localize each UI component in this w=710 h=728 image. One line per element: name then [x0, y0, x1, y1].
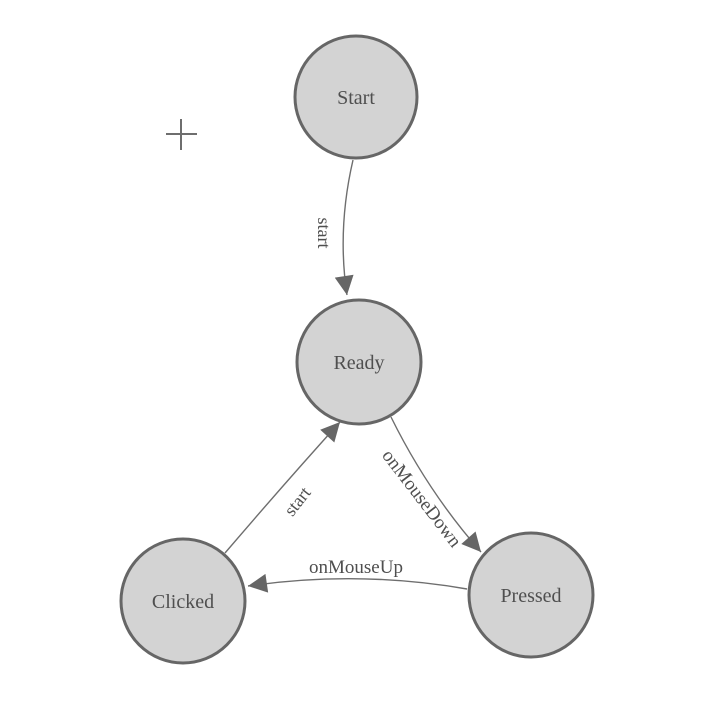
edge-clicked-to-ready-label: start	[280, 483, 315, 520]
edge-clicked-to-ready[interactable]: start	[224, 421, 341, 554]
node-start-label: Start	[337, 87, 375, 109]
crosshair-icon	[166, 119, 197, 150]
node-ready-circle[interactable]	[295, 298, 423, 426]
node-ready[interactable]: Ready	[295, 298, 423, 426]
node-ready-label: Ready	[333, 352, 384, 374]
node-pressed[interactable]: Pressed	[467, 531, 595, 659]
edge-pressed-to-clicked-label: onMouseUp	[309, 557, 403, 578]
edge-start-to-ready[interactable]: start	[314, 159, 354, 296]
edge-start-to-ready-line[interactable]	[334, 159, 354, 296]
edge-ready-to-pressed-line[interactable]	[390, 416, 482, 553]
node-pressed-label: Pressed	[500, 585, 561, 607]
edge-start-to-ready-label: start	[314, 218, 334, 249]
node-start[interactable]: Start	[293, 34, 419, 160]
edge-ready-to-pressed-label: onMouseDown	[377, 446, 465, 552]
edge-pressed-to-clicked-line[interactable]	[247, 573, 468, 593]
node-start-circle[interactable]	[293, 34, 419, 160]
node-clicked-circle[interactable]	[119, 537, 247, 665]
edge-pressed-to-clicked[interactable]: onMouseUp	[247, 557, 468, 593]
node-pressed-circle[interactable]	[467, 531, 595, 659]
node-clicked-label: Clicked	[152, 591, 214, 613]
edge-clicked-to-ready-line[interactable]	[224, 421, 341, 554]
edge-ready-to-pressed[interactable]: onMouseDown	[377, 416, 482, 553]
node-clicked[interactable]: Clicked	[119, 537, 247, 665]
